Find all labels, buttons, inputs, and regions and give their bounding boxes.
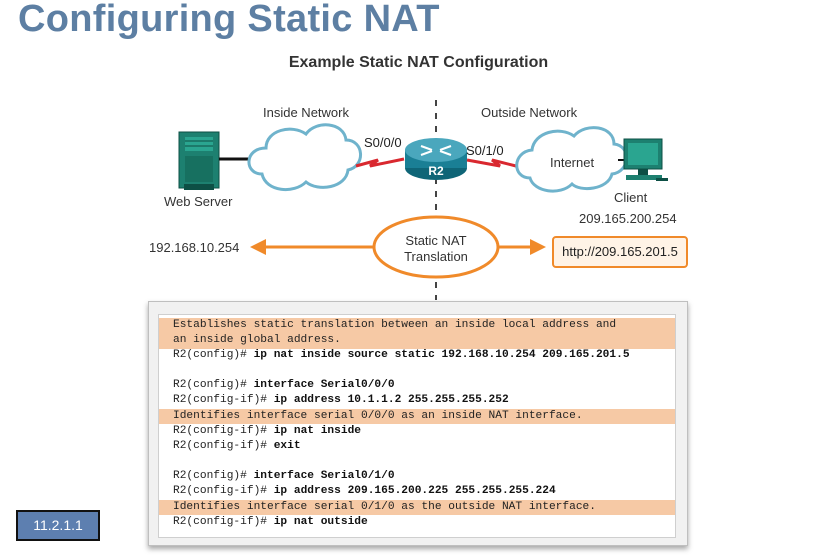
config-code-area: Establishes static translation between a… xyxy=(158,314,676,538)
config-line: R2(config)# interface Serial0/0/0 xyxy=(173,378,395,393)
config-comment: Identifies interface serial 0/0/0 as an … xyxy=(173,410,583,422)
internet-label: Internet xyxy=(550,155,595,170)
translation-label-1: Static NAT xyxy=(405,233,467,248)
config-line: R2(config-if)# exit xyxy=(173,439,301,454)
cli-prompt: R2(config-if)# xyxy=(173,485,274,497)
config-line: R2(config)# ip nat inside source static … xyxy=(173,348,630,363)
cli-prompt: R2(config-if)# xyxy=(173,516,274,528)
page-title: Configuring Static NAT xyxy=(18,0,440,40)
cli-command: ip nat inside source static 192.168.10.2… xyxy=(253,349,630,361)
cli-command: ip nat inside xyxy=(273,425,361,437)
cli-command: interface Serial0/0/0 xyxy=(253,379,395,391)
cli-prompt: R2(config)# xyxy=(173,470,254,482)
inside-network-cloud xyxy=(247,123,362,191)
web-server-label: Web Server xyxy=(164,194,233,209)
url-box: http://209.165.201.5 xyxy=(552,236,688,268)
cli-command: exit xyxy=(273,440,301,452)
outside-network-label: Outside Network xyxy=(481,105,578,120)
cli-command: interface Serial0/1/0 xyxy=(253,470,395,482)
client-pc-icon xyxy=(623,138,668,181)
cli-prompt: R2(config-if)# xyxy=(173,394,274,406)
web-server-icon xyxy=(178,131,220,190)
cli-prompt: R2(config)# xyxy=(173,349,254,361)
config-line: R2(config-if)# ip address 10.1.1.2 255.2… xyxy=(173,393,509,408)
client-ip-label: 209.165.200.254 xyxy=(579,211,677,226)
comment-highlight xyxy=(159,409,675,424)
diagram-title: Example Static NAT Configuration xyxy=(288,54,549,71)
internet-cloud xyxy=(515,126,628,193)
cli-prompt: R2(config-if)# xyxy=(173,425,274,437)
cli-command: ip address 209.165.200.225 255.255.255.2… xyxy=(273,485,556,497)
config-line: R2(config)# interface Serial0/1/0 xyxy=(173,469,395,484)
inside-address-label: 192.168.10.254 xyxy=(149,240,240,255)
outside-interface-label: S0/1/0 xyxy=(466,143,504,158)
config-line: R2(config-if)# ip nat outside xyxy=(173,515,368,530)
config-line: R2(config-if)# ip nat inside xyxy=(173,424,361,439)
client-label: Client xyxy=(614,190,648,205)
translation-label-2: Translation xyxy=(404,249,468,264)
cli-prompt: R2(config-if)# xyxy=(173,440,274,452)
serial-link-outside xyxy=(466,158,517,168)
inside-interface-label: S0/0/0 xyxy=(364,135,402,150)
cli-command: ip nat outside xyxy=(273,516,368,528)
router-icon: R2 xyxy=(405,138,467,180)
config-line: R2(config-if)# ip address 209.165.200.22… xyxy=(173,484,556,499)
cli-prompt: R2(config)# xyxy=(173,379,254,391)
config-comment: Identifies interface serial 0/1/0 as the… xyxy=(173,501,596,513)
config-comment: an inside global address. xyxy=(173,334,341,346)
config-panel: Establishes static translation between a… xyxy=(148,301,688,546)
comment-highlight xyxy=(159,500,675,515)
inside-network-label: Inside Network xyxy=(263,105,349,120)
router-label: R2 xyxy=(428,164,444,178)
section-badge: 11.2.1.1 xyxy=(16,510,100,541)
config-comment: Establishes static translation between a… xyxy=(173,319,617,331)
serial-link-inside xyxy=(355,157,405,168)
cli-command: ip address 10.1.1.2 255.255.255.252 xyxy=(273,394,509,406)
comment-highlight xyxy=(159,318,675,349)
